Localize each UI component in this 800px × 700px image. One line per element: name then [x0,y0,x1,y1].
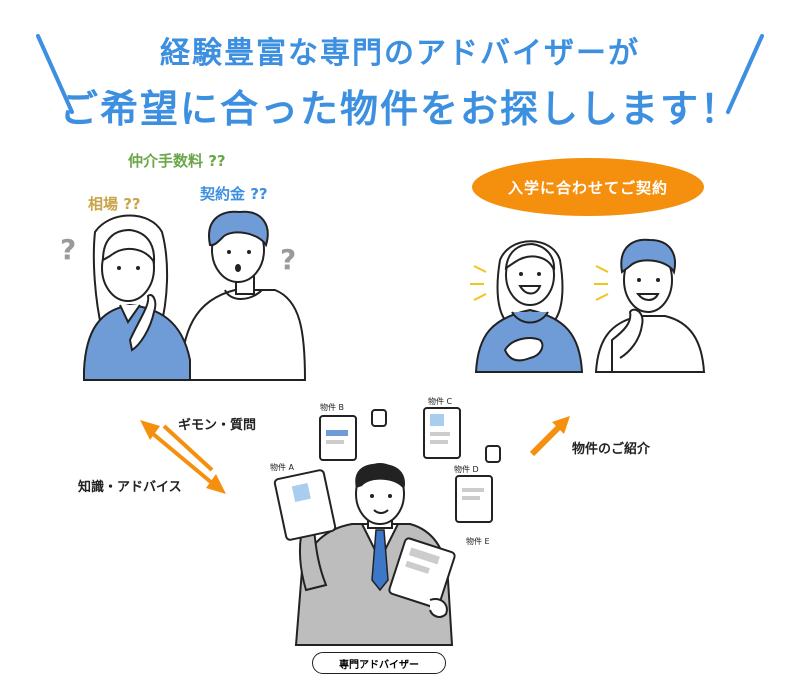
question-mark-right: ? [280,243,297,276]
question-deposit: 契約金 ?? [200,185,268,203]
contract-timing-bubble: 入学に合わせてご契約 [472,158,704,216]
question-mark-left: ? [60,233,77,266]
question-fee: 仲介手数料 ?? [128,152,226,170]
label-questions: ギモン・質問 [178,418,257,433]
headline-line-2: ご希望に合った物件をお探しします！ [59,87,740,131]
label-knowledge-advice: 知識・アドバイス [78,480,182,495]
property-b-label: 物件 B [320,403,345,412]
property-c-label: 物件 C [428,397,453,406]
right-slash-decoration [726,34,764,114]
advisor-label-pill: 専門アドバイザー [312,652,446,674]
label-property-introduction: 物件のご紹介 [572,442,651,457]
question-market: 相場 ?? [88,195,141,213]
document-icon [388,537,456,609]
left-slash-decoration [36,34,764,114]
property-a-label: 物件 A [270,463,295,472]
headline-line-1: 経験豊富な専門のアドバイザーが [160,36,640,71]
property-e-label: 物件 E [466,537,490,546]
document-icon [273,469,337,541]
property-d-label: 物件 D [454,465,479,474]
document-icon [319,415,357,461]
